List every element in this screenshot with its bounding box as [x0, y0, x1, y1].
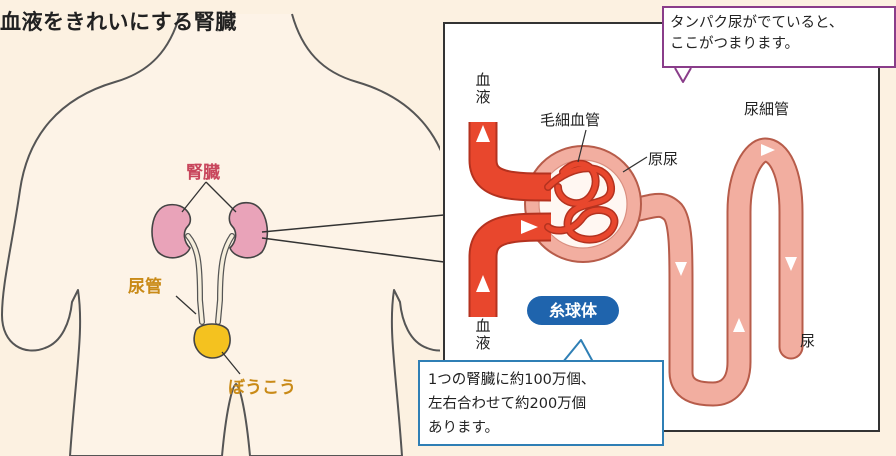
body-illustration — [1, 13, 440, 456]
ureter-label: 尿管 — [128, 277, 162, 297]
capillary-label: 毛細血管 — [540, 111, 601, 129]
primary-urine-label: 原尿 — [648, 150, 679, 168]
page-title: 血液をきれいにする腎臓 — [0, 10, 237, 34]
right-kidney-shape — [228, 201, 269, 259]
callout-line: タンパク尿がでていると、 — [670, 15, 844, 31]
bladder-shape — [193, 323, 231, 359]
blood-in-label: 血液 — [475, 317, 491, 352]
glomerulus-count-callout: 1つの腎臓に約100万個、 左右合わせて約200万個 あります。 — [418, 360, 664, 446]
bladder-label: ぼうこう — [228, 378, 296, 398]
urine-label: 尿 — [800, 332, 816, 350]
blood-out-label: 血液 — [475, 71, 491, 106]
glomerulus-badge: 糸球体 — [527, 296, 619, 325]
body-silhouette — [1, 13, 440, 456]
nephron-illustration — [468, 67, 804, 407]
callout-line: あります。 — [428, 420, 500, 436]
callout-line: ここがつまります。 — [670, 36, 800, 52]
callout-line: 左右合わせて約200万個 — [428, 396, 587, 412]
protein-urine-callout: タンパク尿がでていると、 ここがつまります。 — [662, 6, 896, 68]
renal-tubule-label: 尿細管 — [744, 100, 790, 118]
left-kidney-shape — [151, 203, 192, 259]
callout-line: 1つの腎臓に約100万個、 — [428, 372, 596, 388]
capillary-knot-fill — [545, 161, 617, 243]
kidney-label: 腎臓 — [186, 163, 220, 183]
